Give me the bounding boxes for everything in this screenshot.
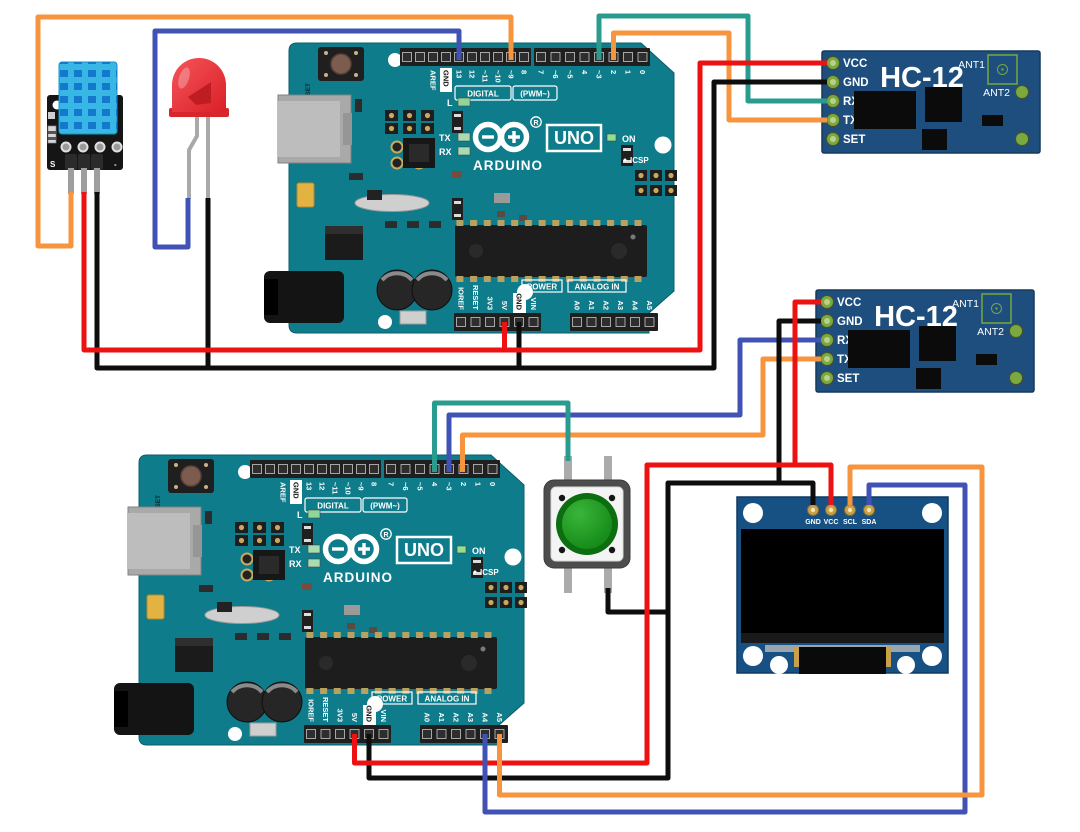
- oled-display: GND VCC SCL SDA: [736, 496, 949, 674]
- wire-led-to-d13: [152, 28, 462, 250]
- oled-flex-tab: [799, 647, 886, 674]
- svg-text:GND: GND: [805, 519, 821, 526]
- wire-5v-branch-hc12b: [792, 299, 821, 467]
- arduino-uno-1: [264, 43, 677, 333]
- arduino-uno-2: [114, 455, 527, 745]
- red-led: [169, 58, 229, 199]
- wire-gnd-branch-hc12b: [776, 318, 821, 483]
- oled-pads[interactable]: [807, 504, 875, 516]
- dht11-legs: [68, 168, 100, 194]
- hc12-module-2: [815, 289, 1035, 393]
- wire-d3-to-hc12b-rxd: [446, 337, 821, 472]
- wire-d3-to-hc12a-rxd: [596, 13, 827, 104]
- wire-dht-signal-to-d9: [35, 14, 514, 249]
- wire-d4-to-button: [432, 400, 571, 472]
- svg-text:SDA: SDA: [862, 519, 877, 526]
- hc12-module-1: [821, 50, 1041, 154]
- dht11-pads[interactable]: [60, 141, 123, 153]
- dht11-sensor: S -: [47, 61, 123, 194]
- wire-oled-scl-to-a5: [497, 464, 985, 798]
- led-bulb: [172, 58, 226, 112]
- oled-pin-labels: GND VCC SCL SDA: [805, 519, 876, 526]
- led-leg-anode: [187, 112, 199, 199]
- dht11-minus-label: -: [114, 160, 117, 169]
- wire-5v-rail-top: [81, 60, 827, 353]
- button-legs: [564, 456, 612, 593]
- wire-d2-to-hc12b-txd: [460, 356, 821, 472]
- wire-gnd-rail-bottom: [366, 480, 816, 781]
- wire-gnd-rail-top: [94, 79, 827, 371]
- wire-5v-rail-bottom: [352, 462, 834, 766]
- wire-button-to-gnd: [605, 588, 668, 615]
- wire-d2-to-hc12a-txd: [611, 30, 827, 123]
- push-button[interactable]: [543, 456, 631, 593]
- svg-text:VCC: VCC: [824, 519, 839, 526]
- wire-oled-sda-to-a4: [482, 482, 968, 815]
- dht11-signal-label: S: [50, 160, 56, 169]
- svg-text:SCL: SCL: [843, 519, 858, 526]
- oled-screen: [741, 529, 944, 639]
